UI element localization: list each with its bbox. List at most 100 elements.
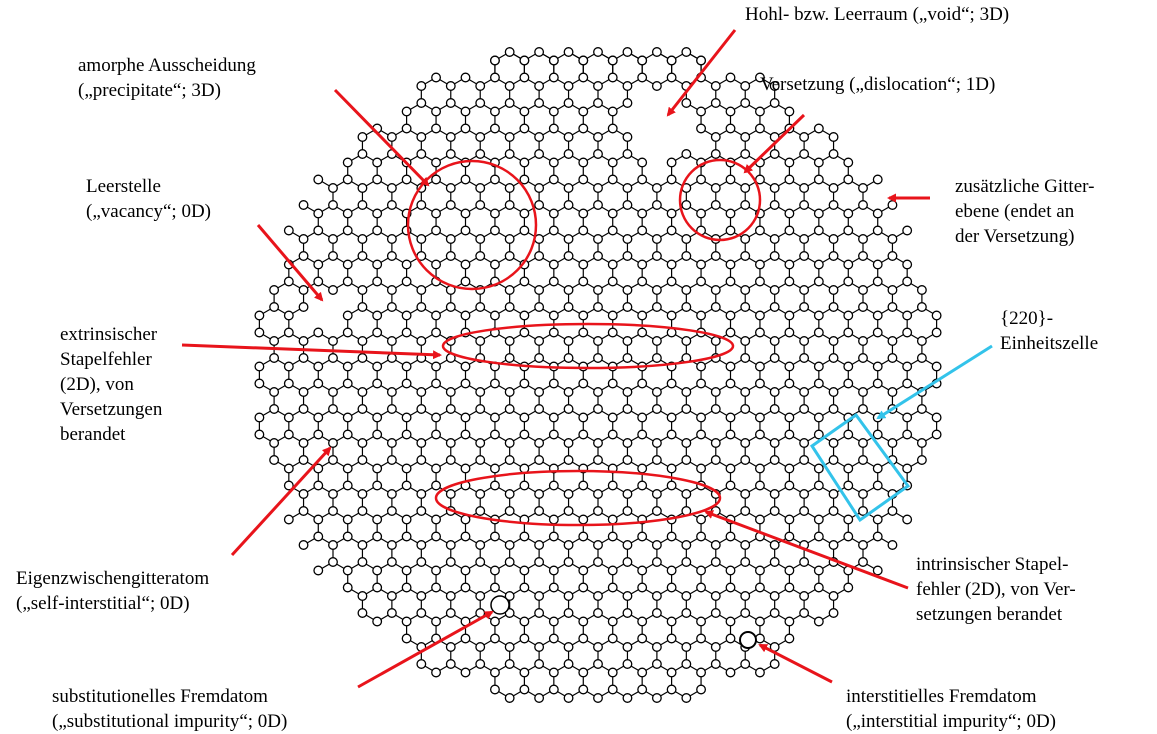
atom	[328, 438, 338, 448]
atom	[548, 327, 559, 338]
atom	[754, 106, 765, 117]
atom	[298, 200, 309, 210]
label-line: ebene (endet an	[955, 201, 1075, 222]
atom	[548, 684, 559, 695]
atom	[637, 616, 648, 627]
atom	[269, 336, 280, 346]
atom	[754, 429, 765, 440]
atom	[342, 463, 353, 474]
atom	[681, 557, 692, 567]
atom	[828, 404, 839, 414]
atom	[828, 506, 839, 516]
atom	[828, 353, 839, 363]
atom	[460, 412, 471, 423]
atom	[754, 582, 765, 593]
atom	[504, 591, 515, 601]
atom	[710, 591, 721, 601]
atom	[740, 285, 751, 295]
atom	[504, 642, 515, 652]
label-line: Eigenzwischengitteratom	[16, 568, 210, 589]
atom	[504, 47, 515, 57]
atom	[651, 81, 662, 91]
atom	[328, 251, 338, 261]
atom	[799, 302, 810, 312]
atom	[504, 506, 515, 516]
atom	[357, 336, 368, 346]
atom	[769, 234, 780, 244]
atom	[578, 157, 589, 168]
atom	[725, 633, 736, 644]
atom	[401, 310, 412, 321]
atom	[431, 531, 442, 542]
atom	[799, 455, 810, 465]
atom	[548, 310, 559, 321]
atom	[563, 540, 574, 550]
atom	[637, 310, 648, 321]
atom	[769, 591, 780, 601]
atom	[710, 387, 721, 397]
atom	[725, 565, 736, 576]
atom	[578, 429, 589, 440]
atom	[799, 353, 810, 363]
atom	[534, 455, 545, 465]
atom	[725, 412, 736, 423]
atom	[651, 387, 662, 397]
atom	[710, 200, 721, 210]
atom	[298, 404, 309, 414]
atom	[283, 361, 294, 372]
atom	[931, 412, 942, 423]
label-line: setzungen berandet	[916, 604, 1063, 625]
atom	[681, 47, 692, 57]
atom	[372, 225, 383, 236]
atom	[578, 106, 589, 117]
atom	[725, 531, 736, 542]
atom	[578, 72, 589, 83]
atom	[769, 251, 780, 261]
atom	[534, 659, 545, 669]
atom	[813, 208, 824, 219]
atom	[710, 642, 721, 652]
label-unit-cell: {220}-Einheitszelle	[1000, 306, 1098, 356]
atom	[460, 72, 471, 83]
atom	[710, 132, 721, 142]
atom	[696, 259, 707, 270]
atom	[843, 157, 854, 168]
atom	[386, 404, 397, 414]
atom	[386, 489, 397, 499]
atom	[563, 693, 574, 703]
atom	[460, 123, 471, 134]
atom	[460, 633, 471, 644]
label-line: („precipitate“; 3D)	[78, 80, 221, 101]
atom	[489, 412, 500, 423]
arrow-extrinsic	[181, 343, 442, 360]
defect-markers	[406, 158, 911, 649]
atom	[872, 531, 883, 542]
atom	[548, 514, 559, 525]
atom	[784, 429, 795, 440]
atom	[534, 387, 545, 397]
atom	[563, 132, 574, 142]
atom	[666, 55, 677, 66]
atom	[504, 387, 515, 397]
atom	[799, 200, 810, 210]
atom	[578, 123, 589, 134]
label-substitutional: substitutionelles Fremdatom(„substitutio…	[52, 684, 287, 734]
atom	[269, 438, 280, 448]
atom	[386, 591, 397, 601]
atom	[328, 506, 338, 516]
atom	[489, 429, 500, 440]
atom	[681, 200, 692, 210]
atom	[313, 174, 324, 185]
atom	[740, 149, 751, 159]
label-line: („self-interstitial“; 0D)	[16, 593, 190, 614]
atom	[548, 72, 559, 83]
atom	[725, 582, 736, 593]
atom	[725, 106, 736, 117]
atom	[563, 642, 574, 652]
atom	[696, 463, 707, 474]
atom	[887, 285, 898, 295]
atom	[799, 506, 810, 516]
atom	[666, 633, 677, 644]
atom	[843, 276, 854, 287]
atom	[607, 310, 618, 321]
